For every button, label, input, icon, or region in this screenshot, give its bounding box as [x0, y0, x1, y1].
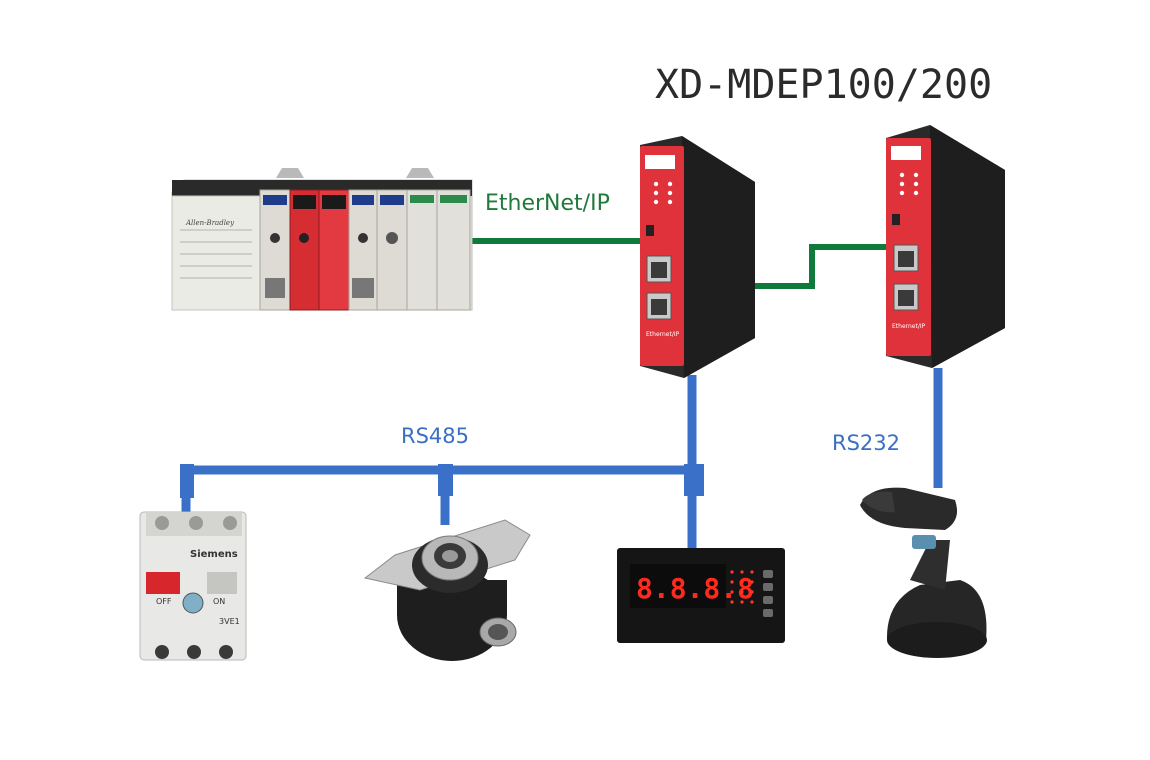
- rotary-encoder: [363, 519, 531, 661]
- rs485-junctions: [180, 464, 704, 498]
- gateway-2-logo: [891, 146, 921, 160]
- rs232-label: RS232: [832, 431, 901, 455]
- rs485-label: RS485: [401, 424, 470, 448]
- gateway-1-logo: [645, 155, 675, 169]
- plc-modules: [259, 189, 471, 311]
- plc-brand-label: Allen-Bradley: [185, 219, 235, 227]
- gateway-1: Ethernet/IP: [640, 136, 755, 378]
- motor-starter-brand: Siemens: [190, 549, 238, 560]
- ethernet-link-gateway1-gateway2: [755, 244, 886, 289]
- digital-meter: 8.8.8.8: [617, 548, 785, 643]
- motor-starter: Siemens OFF ON 3VE1: [139, 511, 247, 661]
- gateway-2-port-label: Ethernet/IP: [892, 323, 926, 330]
- gateway-1-port-label: Ethernet/IP: [646, 331, 680, 338]
- meter-display: 8.8.8.8: [636, 572, 754, 605]
- motor-starter-model: 3VE1: [219, 617, 240, 626]
- motor-starter-on-label: ON: [213, 597, 225, 606]
- product-title: XD-MDEP100/200: [655, 62, 993, 108]
- serial-links: [181, 368, 943, 548]
- gateway-2: Ethernet/IP: [886, 125, 1005, 368]
- ethernet-links: [470, 238, 886, 289]
- barcode-scanner: [860, 487, 987, 658]
- motor-starter-off-label: OFF: [156, 597, 172, 606]
- ethernet-ip-label: EtherNet/IP: [485, 191, 610, 216]
- plc-rack: Allen-Bradley: [171, 168, 473, 311]
